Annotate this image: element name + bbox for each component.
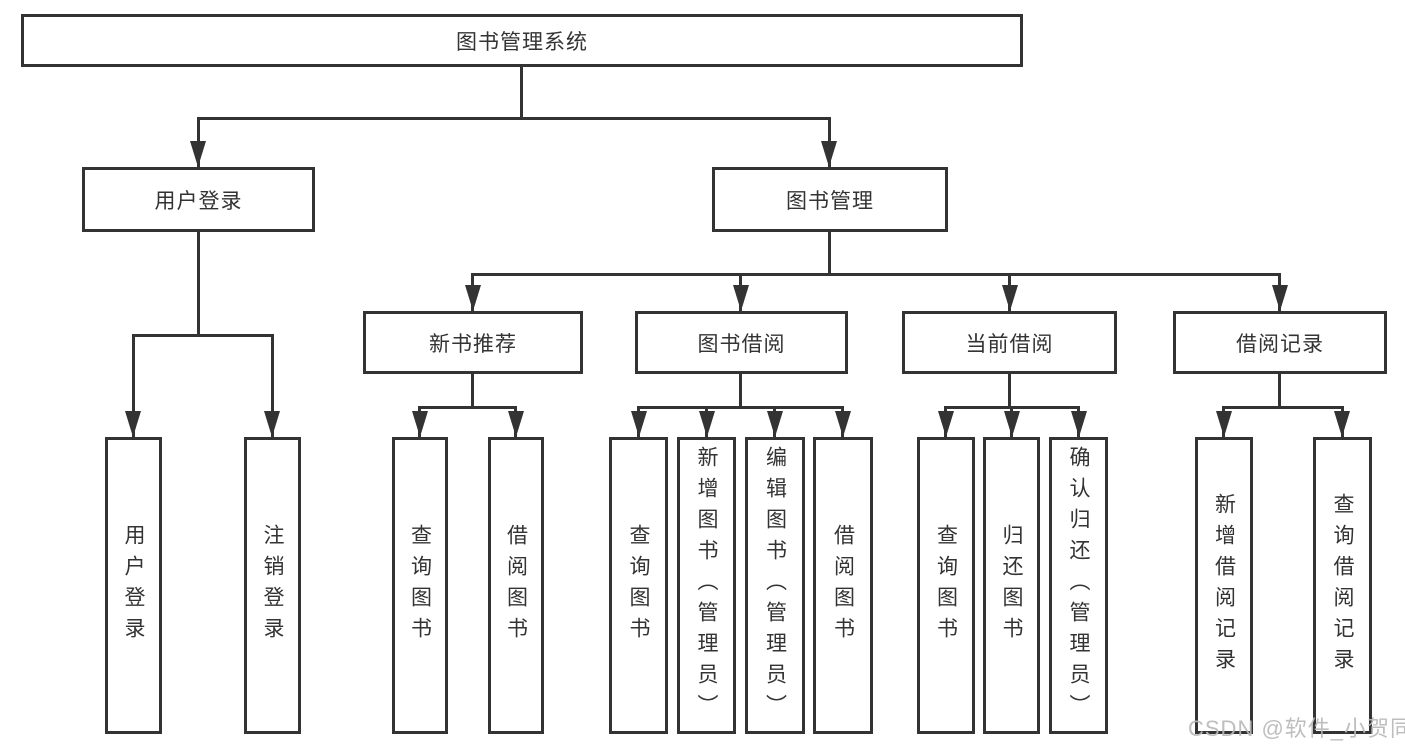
node-current-borrow: 当前借阅 <box>902 311 1117 374</box>
connector-new-books-rail <box>418 406 517 409</box>
csdn-watermark: CSDN @软件_小贺同学 <box>1188 716 1405 741</box>
leaf-nb-query-books-label: 查询图书 <box>408 523 432 648</box>
node-root-label: 图书管理系统 <box>456 30 588 54</box>
node-new-books-label: 新书推荐 <box>429 332 517 356</box>
leaf-logout-user: 注销登录 <box>244 437 301 734</box>
node-user-login: 用户登录 <box>82 167 315 232</box>
arrow-down-icon <box>264 411 280 437</box>
arrow-down-icon <box>1216 411 1232 437</box>
arrow-down-icon <box>1002 285 1018 311</box>
arrow-down-icon <box>631 411 647 437</box>
leaf-login-user-label: 用户登录 <box>122 523 145 648</box>
leaf-nb-borrow-books-label: 借阅图书 <box>504 523 528 648</box>
leaf-bb-edit-books-label: 编辑图书（管理员） <box>763 446 787 725</box>
leaf-bb-query-books-label: 查询图书 <box>627 523 650 648</box>
connector-level3-rail <box>471 273 1281 276</box>
connector-drop-logout-user <box>271 334 274 437</box>
leaf-nb-query-books: 查询图书 <box>392 437 448 734</box>
connector-borrow-records-rail <box>1222 406 1344 409</box>
leaf-bb-add-books: 新增图书（管理员） <box>677 437 736 734</box>
leaf-bb-borrow-books-label: 借阅图书 <box>831 523 855 648</box>
connector-level2-rail <box>197 117 831 120</box>
node-root: 图书管理系统 <box>21 14 1023 67</box>
leaf-bb-edit-books: 编辑图书（管理员） <box>745 437 805 734</box>
node-borrow-records: 借阅记录 <box>1173 311 1387 374</box>
connector-user-login-rail <box>132 334 274 337</box>
arrow-down-icon <box>1334 411 1350 437</box>
node-book-mgmt-label: 图书管理 <box>786 189 874 213</box>
connector-book-borrow-stem <box>739 374 742 408</box>
leaf-cb-query-books: 查询图书 <box>917 437 975 734</box>
arrow-down-icon <box>733 285 749 311</box>
connector-root-stem <box>520 67 523 119</box>
arrow-down-icon <box>1272 285 1288 311</box>
arrow-down-icon <box>821 141 837 167</box>
leaf-cb-return-books-label: 归还图书 <box>1000 523 1023 648</box>
leaf-br-add-record-label: 新增借阅记录 <box>1212 492 1236 679</box>
leaf-br-query-record-label: 查询借阅记录 <box>1331 492 1354 679</box>
connector-current-borrow-stem <box>1008 374 1011 408</box>
arrow-down-icon <box>938 411 954 437</box>
leaf-br-query-record: 查询借阅记录 <box>1313 437 1372 734</box>
arrow-down-icon <box>835 411 851 437</box>
node-current-borrow-label: 当前借阅 <box>965 332 1054 356</box>
arrow-down-icon <box>699 411 715 437</box>
connector-book-mgmt-stem <box>828 232 831 275</box>
arrow-down-icon <box>1004 411 1020 437</box>
arrow-down-icon <box>508 411 524 437</box>
leaf-login-user: 用户登录 <box>105 437 162 734</box>
connector-borrow-records-stem <box>1278 374 1281 408</box>
leaf-nb-borrow-books: 借阅图书 <box>488 437 544 734</box>
leaf-bb-borrow-books: 借阅图书 <box>813 437 873 734</box>
leaf-cb-confirm-return: 确认归还（管理员） <box>1049 437 1108 734</box>
arrow-down-icon <box>767 411 783 437</box>
arrow-down-icon <box>125 411 141 437</box>
node-new-books: 新书推荐 <box>363 311 583 374</box>
node-book-borrow-label: 图书借阅 <box>697 332 786 356</box>
leaf-bb-query-books: 查询图书 <box>609 437 668 734</box>
leaf-cb-query-books-label: 查询图书 <box>934 523 958 648</box>
connector-drop-login-user <box>132 334 135 437</box>
leaf-cb-return-books: 归还图书 <box>983 437 1040 734</box>
leaf-cb-confirm-return-label: 确认归还（管理员） <box>1067 446 1090 725</box>
leaf-br-add-record: 新增借阅记录 <box>1195 437 1253 734</box>
leaf-bb-add-books-label: 新增图书（管理员） <box>695 446 718 725</box>
arrow-down-icon <box>412 411 428 437</box>
node-borrow-records-label: 借阅记录 <box>1236 332 1324 356</box>
arrow-down-icon <box>465 285 481 311</box>
leaf-logout-user-label: 注销登录 <box>261 523 284 648</box>
arrow-down-icon <box>1071 411 1087 437</box>
node-book-borrow: 图书借阅 <box>635 311 848 374</box>
connector-new-books-stem <box>471 374 474 408</box>
arrow-down-icon <box>190 141 206 167</box>
connector-user-login-stem <box>197 232 200 336</box>
node-book-mgmt: 图书管理 <box>712 167 948 232</box>
node-user-login-label: 用户登录 <box>154 189 243 213</box>
connector-book-borrow-rail <box>637 406 844 409</box>
